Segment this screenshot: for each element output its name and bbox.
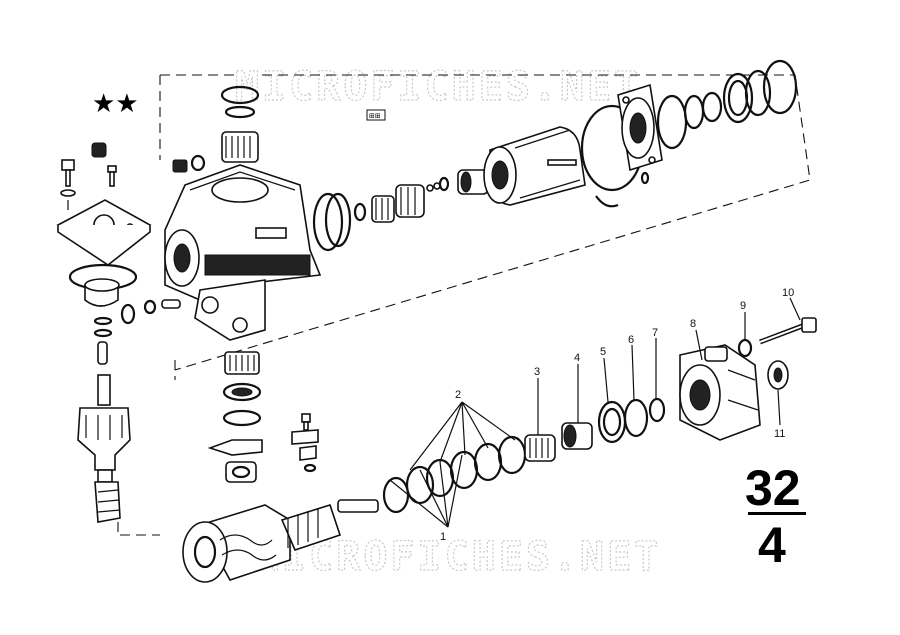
lock-tab-icon — [291, 429, 319, 445]
callout-7: 7 — [652, 327, 658, 339]
left-column-parts — [56, 142, 152, 535]
rotary-valve-icon — [280, 499, 379, 551]
valve-spool-icon — [457, 169, 489, 195]
worm-bearing-icon — [371, 195, 395, 223]
small-washer-icon-2 — [93, 328, 113, 338]
page-sub-number: 4 — [758, 517, 786, 573]
page-number: 32 4 — [745, 460, 806, 573]
small-label-box: ⊞⊞ — [366, 109, 386, 121]
needle-bearing-3-icon — [524, 434, 556, 462]
sector-shaft-icon — [77, 374, 131, 523]
bearing-ring-icon — [220, 85, 260, 105]
sleeve-4-icon — [561, 422, 593, 450]
callout-4: 4 — [574, 352, 580, 364]
pitman-nut-icon — [225, 461, 257, 483]
screw-icon — [107, 165, 117, 187]
bolt-10-icon — [759, 317, 817, 345]
cover-bolt-icon — [60, 159, 76, 197]
nut-icon — [91, 142, 107, 158]
adjuster-cup-icon — [84, 278, 120, 307]
ring-7-icon — [648, 397, 666, 423]
small-o-ring-icon — [353, 202, 367, 222]
piston-icon — [182, 504, 291, 583]
callout-leaders — [389, 297, 801, 528]
small-label-text: ⊞⊞ — [369, 112, 381, 120]
page-group-number: 32 — [745, 460, 801, 516]
lower-needle-bearing-icon — [224, 351, 260, 375]
circlip-icon — [120, 303, 136, 325]
dowel-pin-icon — [161, 299, 181, 309]
side-cover-plate-icon — [56, 199, 152, 266]
small-seal-icon — [143, 299, 157, 315]
lower-valve-row — [182, 317, 817, 583]
callout-3: 3 — [534, 366, 540, 378]
callout-11: 11 — [774, 428, 785, 440]
steering-box-housing-icon — [120, 85, 322, 341]
valve-housing-8-icon — [679, 344, 761, 441]
pin-icon — [97, 341, 108, 365]
retaining-clip-icon — [595, 195, 619, 208]
piston-seal-ring-icon — [312, 192, 344, 252]
lock-plate-icon — [207, 439, 263, 456]
teflon-ring-icon — [382, 476, 410, 514]
end-seal-ring-icon — [656, 94, 688, 150]
worm-gear-icon — [395, 184, 425, 218]
callout-5: 5 — [600, 346, 606, 358]
washer-9-icon — [737, 338, 753, 358]
needle-bearing-icon — [221, 131, 259, 163]
power-cylinder-icon — [483, 126, 586, 206]
small-washer-icon — [93, 316, 113, 326]
seal-6-icon — [623, 398, 649, 438]
seal-11-icon — [767, 360, 789, 390]
callout-2: 2 — [455, 389, 461, 401]
seal-ring-icon — [224, 105, 256, 119]
thrust-bearing-5-icon — [597, 400, 627, 444]
ball-icon — [426, 184, 434, 192]
plug-washer-icon — [190, 154, 206, 172]
star-markers: ★★ — [92, 89, 139, 119]
upper-worm-row — [312, 59, 798, 252]
adjusting-screw-set — [291, 413, 319, 473]
callout-1: 1 — [440, 531, 446, 543]
callout-10: 10 — [782, 287, 794, 299]
callout-9: 9 — [740, 300, 746, 312]
callout-8: 8 — [690, 318, 696, 330]
plug-screw-icon — [172, 159, 188, 173]
callout-labels: 1 2 3 4 5 6 7 8 9 10 11 — [440, 287, 794, 543]
end-flange-icon — [617, 83, 663, 172]
lower-circlip-icon — [222, 409, 262, 427]
lower-bearing-stack — [207, 351, 263, 483]
lower-seal-icon — [222, 382, 262, 402]
assembly-frame — [120, 74, 811, 536]
adjusting-screw-icon — [301, 413, 311, 423]
callout-6: 6 — [628, 334, 634, 346]
watermark-top: MICROFICHES.NET — [235, 64, 641, 110]
